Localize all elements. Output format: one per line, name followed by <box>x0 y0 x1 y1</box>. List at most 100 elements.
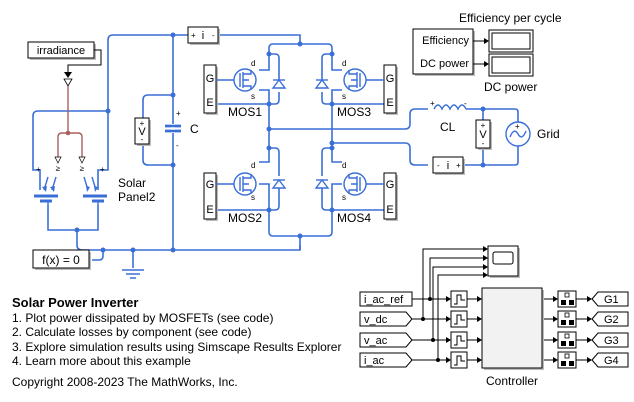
svg-text:s: s <box>342 92 346 101</box>
svg-text:+: + <box>100 165 105 174</box>
controller-label: Controller <box>486 374 538 388</box>
signal-converter-block[interactable] <box>557 290 577 308</box>
from-tag-i-ac[interactable]: i_ac <box>359 352 413 368</box>
annotation-title: Solar Power Inverter <box>12 295 139 310</box>
measurement-subsystem[interactable]: Efficiency DC power <box>412 28 475 76</box>
arrow-icon <box>477 296 482 302</box>
goto-tag-g4[interactable]: G4 <box>591 352 629 368</box>
svg-text:+: + <box>36 165 41 174</box>
arrow-icon <box>64 72 72 78</box>
arrow-icon <box>587 357 592 363</box>
display-efficiency[interactable] <box>488 29 534 53</box>
grid-ac-source[interactable]: + <box>505 121 531 147</box>
svg-text:-: - <box>212 31 215 40</box>
goto-tag-label: G3 <box>604 335 619 347</box>
ps-irradiance-wiring <box>57 86 83 157</box>
display-dc-power[interactable] <box>488 53 534 77</box>
solver-label: f(x) = 0 <box>42 253 80 267</box>
from-tag-label: i_ac_ref <box>364 294 404 306</box>
arrow-icon <box>446 357 451 363</box>
rate-transition-block[interactable] <box>450 331 468 349</box>
mosfet-mos4[interactable]: d s <box>342 161 367 202</box>
zoh-icon <box>454 335 465 346</box>
arrow-icon <box>477 316 482 322</box>
svg-text:E: E <box>386 97 393 109</box>
svg-text:+: + <box>176 109 181 118</box>
scope-signal-lines <box>422 246 488 360</box>
junction-dots <box>74 32 486 253</box>
svg-text:i: i <box>447 160 449 172</box>
goto-tag-label: G2 <box>604 314 619 326</box>
solar-cell-right[interactable]: + <box>83 165 107 205</box>
from-tag-label: v_ac <box>364 335 388 347</box>
svg-text:+: + <box>515 122 520 131</box>
zoh-icon <box>454 314 465 325</box>
arrow-icon <box>446 316 451 322</box>
from-tag-i-ac-ref[interactable]: i_ac_ref <box>359 291 413 307</box>
svg-text:d: d <box>342 59 346 68</box>
arrow-icon <box>553 337 558 343</box>
annotation-item-learn-more[interactable]: 4. Learn more about this example <box>12 354 191 368</box>
svg-text:d: d <box>342 161 346 170</box>
annotation-item-results-explorer[interactable]: 3. Explore simulation results using Sims… <box>12 339 342 354</box>
voltage-sensor-dc[interactable]: + V - <box>134 117 151 146</box>
scope-block[interactable] <box>487 245 520 278</box>
grid-label: Grid <box>537 127 560 141</box>
signal-branch-dot <box>436 358 440 362</box>
arrow-icon <box>553 316 558 322</box>
arrow-icon <box>553 357 558 363</box>
svg-text:E: E <box>206 97 213 109</box>
signal-branch-dot <box>431 338 435 342</box>
goto-tag-label: G1 <box>604 294 619 306</box>
svg-text:s: s <box>251 92 255 101</box>
rate-transition-block[interactable] <box>450 351 468 369</box>
gate-driver-mos4[interactable]: G E <box>383 172 398 221</box>
annotation-item-plot-power[interactable]: 1. Plot power dissipated by MOSFETs (see… <box>12 310 274 325</box>
gate-driver-mos2[interactable]: G E <box>203 172 218 221</box>
svg-text:DC power: DC power <box>420 58 469 70</box>
svg-text:≥: ≥ <box>56 164 61 173</box>
gate-driver-mos3[interactable]: G E <box>383 64 398 115</box>
solver-configuration-block[interactable]: f(x) = 0 <box>32 249 91 270</box>
solar-cell-left[interactable]: + <box>34 165 58 205</box>
mos4-label: MOS4 <box>337 211 371 225</box>
mosfet-mos1[interactable]: d s <box>233 59 257 101</box>
rate-transition-block[interactable] <box>450 310 468 328</box>
rate-transition-block[interactable] <box>450 290 468 308</box>
irradiance-block[interactable]: irradiance <box>27 41 96 60</box>
current-sensor-dc[interactable]: + i - <box>187 26 220 45</box>
svg-text:i: i <box>202 30 204 42</box>
gate-driver-mos1[interactable]: G E <box>203 64 218 115</box>
signal-branch-dot <box>428 297 432 301</box>
signal-converter-block[interactable] <box>557 351 577 369</box>
diode-mos3 <box>314 78 330 89</box>
ps-converter-icon <box>63 78 73 87</box>
signal-converter-block[interactable] <box>557 310 577 328</box>
efficiency-display-title: Efficiency per cycle <box>459 11 562 25</box>
arrow-icon <box>477 357 482 363</box>
goto-tag-g3[interactable]: G3 <box>591 332 629 348</box>
arrow-icon <box>587 296 592 302</box>
svg-text:-: - <box>176 141 179 150</box>
inductor-cl[interactable]: + - <box>430 99 467 111</box>
arrow-icon <box>587 316 592 322</box>
goto-tag-g1[interactable]: G1 <box>591 291 629 307</box>
goto-tag-g2[interactable]: G2 <box>591 311 629 327</box>
mosfet-mos2[interactable]: d s <box>233 161 257 202</box>
from-tag-v-ac[interactable]: v_ac <box>359 332 413 348</box>
svg-text:Efficiency: Efficiency <box>422 35 469 47</box>
signal-converter-block[interactable] <box>557 331 577 349</box>
ground-icon[interactable] <box>122 269 144 279</box>
current-sensor-ac[interactable]: - i + <box>432 156 465 175</box>
from-tag-v-dc[interactable]: v_dc <box>359 311 413 327</box>
arrow-icon <box>477 337 482 343</box>
svg-text:s: s <box>251 193 255 202</box>
solar-panel-label-2: Panel2 <box>118 190 156 204</box>
controller-subsystem[interactable] <box>481 287 544 370</box>
svg-text:d: d <box>251 59 255 68</box>
svg-text:E: E <box>206 204 213 216</box>
voltage-sensor-ac[interactable]: + V - <box>475 119 492 150</box>
annotation-item-calc-losses[interactable]: 2. Calculate losses by component (see co… <box>12 325 252 339</box>
mosfet-mos3[interactable]: d s <box>342 59 367 101</box>
